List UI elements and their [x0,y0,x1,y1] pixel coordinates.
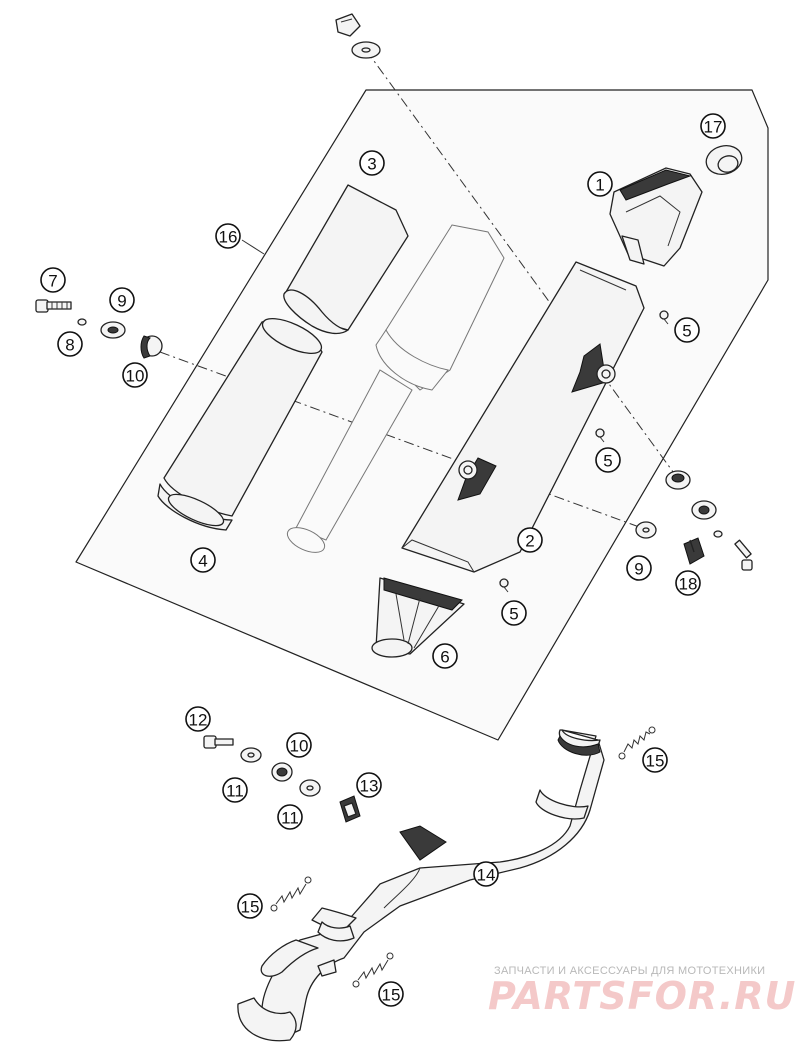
end-ring-part-17 [705,145,743,175]
svg-text:15: 15 [646,752,665,771]
svg-text:5: 5 [682,322,691,341]
shell-bracket-upper [571,343,616,393]
svg-text:2: 2 [525,532,534,551]
bolt-right [734,539,753,571]
callout-5-middle: 5 [595,447,621,473]
callout-5-upper: 5 [674,317,700,343]
header-pipe-part-14 [237,729,605,1042]
screw-5-lower [499,578,509,593]
callout-7: 7 [40,267,66,293]
screw-5-upper [659,310,669,325]
svg-text:5: 5 [603,452,612,471]
svg-text:10: 10 [290,737,309,756]
svg-text:14: 14 [477,866,496,885]
silencer-group-outline [75,89,769,741]
svg-text:7: 7 [48,272,57,291]
top-clip-nut [335,13,361,37]
mounting-axis-upper [365,49,677,477]
svg-text:17: 17 [704,118,723,137]
washer-part-9-right [691,500,723,538]
svg-text:15: 15 [382,986,401,1005]
washer-part-11-upper [240,747,262,763]
clip-nut-part-13 [339,795,361,823]
callout-14: 14 [473,861,499,887]
svg-text:3: 3 [367,155,376,174]
top-washer [351,41,381,59]
callout-18: 18 [675,570,701,596]
callout-15-upper: 15 [642,747,668,773]
svg-text:4: 4 [198,552,207,571]
callout-10-header: 10 [286,732,312,758]
svg-text:13: 13 [360,777,379,796]
svg-text:12: 12 [189,711,208,730]
washer-part-8 [77,318,87,326]
callout-15-left: 15 [237,893,263,919]
callout-11-lower: 11 [277,804,303,830]
inlet-cone-part-6 [371,577,465,658]
callout-9-right: 9 [626,555,652,581]
callout-9-left: 9 [109,287,135,313]
grommet-part-10-header [271,762,293,782]
callout-10-left: 10 [122,362,148,388]
end-cap-part-1 [609,167,703,267]
svg-text:9: 9 [117,292,126,311]
screw-5-middle [595,428,605,443]
svg-text:6: 6 [440,648,449,667]
svg-text:18: 18 [679,575,698,594]
callout-12: 12 [185,706,211,732]
watermark-brand-logo: PARTSFOR.RU [488,974,797,1018]
grommet-part-10-left [140,335,163,359]
callout-16: 16 [215,223,241,249]
shell-bracket-lower [457,457,497,501]
inner-tube-ghost [286,224,505,553]
svg-text:5: 5 [509,605,518,624]
callout-5-lower: 5 [501,600,527,626]
watermark-tagline: ЗАПЧАСТИ И АКСЕССУАРЫ ДЛЯ МОТОТЕХНИКИ [494,965,766,977]
callout-1: 1 [587,171,613,197]
spring-part-15-left [270,876,312,912]
callout-13: 13 [356,772,382,798]
bolt-part-7 [35,299,72,313]
bracket-part-18 [683,537,705,565]
svg-text:16: 16 [219,228,238,247]
svg-text:10: 10 [126,367,145,386]
callout-3: 3 [359,150,385,176]
svg-text:9: 9 [634,560,643,579]
callout-11-upper: 11 [222,777,248,803]
damping-sleeve-part-3 [283,184,409,335]
svg-text:11: 11 [226,782,244,801]
svg-text:15: 15 [241,898,260,917]
washer-part-9-left [100,321,126,339]
callout-4: 4 [190,547,216,573]
callout-15-lower: 15 [378,981,404,1007]
callout-8: 8 [57,331,83,357]
leader-16 [241,239,265,255]
svg-text:8: 8 [65,336,74,355]
callout-6: 6 [432,643,458,669]
callout-17: 17 [700,113,726,139]
grommet-part-10-right [665,470,691,490]
svg-text:1: 1 [595,176,604,195]
spring-part-15-lower [352,952,394,988]
callout-2: 2 [517,527,543,553]
bolt-part-12 [203,735,234,749]
svg-text:11: 11 [281,809,299,828]
spring-part-15-upper [618,726,656,760]
washer-part-11-lower [299,779,321,797]
washer-lower-axis [635,521,657,539]
absorption-tube-part-4 [157,317,323,531]
